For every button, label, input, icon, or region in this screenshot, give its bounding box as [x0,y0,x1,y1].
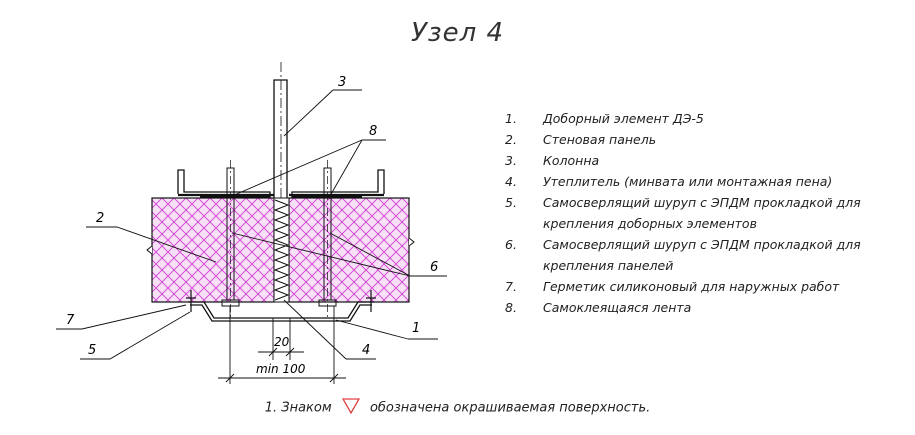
callout-6: 6 [430,260,438,275]
legend-text: Утеплитель (минвата или монтажная пена) [543,174,833,189]
wall-panel-right [288,197,415,303]
dimension-gap-label: 20 [274,335,290,349]
dimension-min-label: min 100 [256,362,306,376]
callout-8: 8 [369,124,377,139]
wall-panel-left [146,197,275,303]
footnote-prefix: 1. Знаком [264,400,332,416]
legend-item-2: 2. Стеновая панель [505,129,905,150]
callout-2: 2 [96,211,104,226]
legend-text-line1: Самосверлящий шуруп с ЭПДМ прокладкой дл… [543,195,861,210]
footnote: 1. Знаком обозначена окрашиваемая поверх… [0,398,915,418]
legend-text-line2: крепления доборных элементов [543,216,757,231]
legend-num: 3. [505,153,517,168]
legend-item-1: 1. Доборный элемент ДЭ-5 [505,108,905,129]
insulation-joint [273,197,290,303]
legend-text: Самоклеящаяся лента [543,300,692,315]
legend-text: Колонна [543,153,600,168]
painted-surface-marker-icon [341,398,360,418]
legend-num: 1. [505,111,517,126]
legend-text: Доборный элемент ДЭ-5 [543,111,704,126]
leader-lines [56,89,447,360]
legend-num: 8. [505,300,517,315]
dimension-lines [218,306,346,384]
legend-text: Герметик силиконовый для наружных работ [543,279,840,294]
legend-item-8: 8. Самоклеящаяся лента [505,297,905,318]
legend-item-5: 5. Самосверлящий шуруп с ЭПДМ прокладкой… [505,192,905,234]
callout-7: 7 [66,313,75,328]
callout-1: 1 [412,321,420,336]
legend-text: Самосверлящий шуруп с ЭПДМ прокладкой дл… [543,234,905,276]
flashing-element [188,301,374,322]
panel-screws [221,160,337,320]
legend-num: 4. [505,174,517,189]
drawing-title: Узел 4 [410,18,505,48]
legend-item-3: 3. Колонна [505,150,905,171]
legend-num: 5. [505,195,517,210]
legend-num: 7. [505,279,517,294]
legend-item-4: 4. Утеплитель (минвата или монтажная пен… [505,171,905,192]
flashing-screws [186,290,376,312]
legend-text: Стеновая панель [543,132,657,147]
legend-text-line1: Самосверлящий шуруп с ЭПДМ прокладкой дл… [543,237,861,252]
legend-item-7: 7. Герметик силиконовый для наружных раб… [505,276,905,297]
callout-3: 3 [338,75,346,90]
legend-text-line2: крепления панелей [543,258,674,273]
callout-4: 4 [362,343,370,358]
legend-text: Самосверлящий шуруп с ЭПДМ прокладкой дл… [543,192,905,234]
legend-num: 6. [505,237,517,252]
legend-item-6: 6. Самосверлящий шуруп с ЭПДМ прокладкой… [505,234,905,276]
callout-5: 5 [88,343,96,358]
legend-num: 2. [505,132,517,147]
column-profile [177,62,385,198]
legend-list: 1. Доборный элемент ДЭ-5 2. Стеновая пан… [505,108,905,318]
footnote-suffix: обозначена окрашиваемая поверхность. [369,400,651,416]
